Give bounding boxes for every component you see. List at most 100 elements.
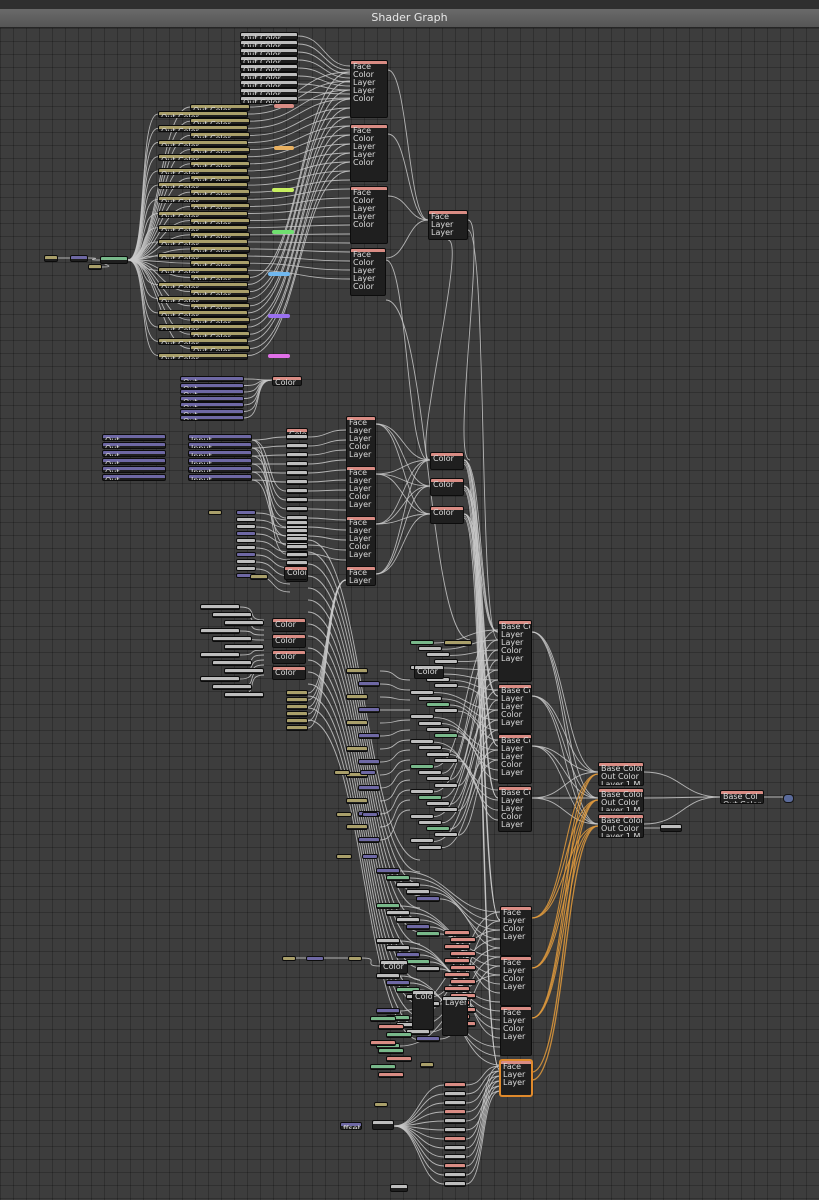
graph-node[interactable]: Out Color — [190, 203, 250, 211]
graph-node[interactable]: Color — [430, 478, 464, 496]
graph-node[interactable] — [224, 668, 264, 674]
graph-node[interactable]: Out — [102, 474, 166, 481]
graph-node[interactable] — [426, 776, 450, 782]
swatch-chip[interactable] — [268, 354, 290, 358]
graph-node[interactable]: Out Color — [240, 48, 298, 56]
graph-node[interactable] — [370, 1016, 396, 1022]
graph-node[interactable]: Color — [430, 506, 464, 524]
graph-node[interactable]: Color — [272, 666, 306, 680]
panel-titlebar[interactable]: Shader Graph — [0, 9, 819, 28]
graph-node[interactable] — [444, 1181, 466, 1187]
graph-node[interactable]: Layer — [442, 996, 468, 1036]
graph-node[interactable]: Color — [430, 452, 464, 470]
graph-node[interactable]: Base Col Layer Layer Color Layer — [498, 620, 532, 682]
graph-node[interactable] — [286, 488, 308, 494]
graph-node[interactable] — [444, 972, 470, 978]
graph-node[interactable] — [396, 882, 420, 888]
swatch-chip[interactable] — [268, 314, 290, 318]
graph-node[interactable]: Face Color Layer Layer Color — [350, 186, 388, 244]
graph-node[interactable] — [200, 628, 240, 634]
graph-node[interactable] — [416, 966, 440, 972]
graph-node[interactable] — [286, 718, 308, 724]
graph-node[interactable] — [444, 1100, 466, 1106]
graph-node[interactable]: Out Color — [158, 182, 248, 190]
graph-node[interactable]: Out Color — [190, 175, 250, 182]
graph-node[interactable] — [374, 1102, 388, 1107]
graph-node[interactable]: ffset — [340, 1122, 362, 1130]
graph-node[interactable]: Out Color — [190, 302, 250, 310]
graph-node[interactable] — [336, 854, 352, 859]
graph-node[interactable] — [444, 1091, 466, 1097]
graph-node[interactable] — [286, 443, 308, 449]
graph-node[interactable]: Color — [414, 665, 444, 679]
graph-node[interactable] — [286, 497, 308, 503]
graph-node[interactable] — [426, 826, 450, 831]
graph-node[interactable] — [282, 956, 296, 961]
graph-node[interactable] — [410, 640, 434, 645]
graph-node[interactable] — [444, 1145, 466, 1151]
graph-node[interactable] — [236, 510, 256, 515]
graph-node[interactable] — [200, 652, 240, 658]
graph-node[interactable]: Out Color — [158, 167, 248, 175]
graph-node[interactable] — [434, 832, 458, 838]
graph-node[interactable]: Out Color — [190, 160, 250, 168]
graph-node[interactable]: Out Color — [158, 125, 248, 133]
graph-node[interactable] — [434, 683, 458, 689]
graph-node[interactable] — [450, 937, 476, 943]
graph-node[interactable] — [286, 434, 308, 440]
graph-node[interactable] — [250, 574, 268, 580]
graph-node[interactable] — [434, 807, 458, 813]
graph-node[interactable]: Face Layer Layer — [500, 1060, 532, 1096]
graph-node[interactable]: Out Color — [190, 146, 250, 154]
graph-node[interactable] — [410, 788, 434, 794]
graph-node[interactable] — [444, 986, 470, 992]
graph-node[interactable]: Out Color — [158, 196, 248, 204]
graph-node[interactable]: Out — [102, 458, 166, 465]
graph-node[interactable]: Out Color — [158, 352, 248, 360]
graph-node[interactable] — [360, 770, 376, 775]
graph-node[interactable] — [426, 726, 450, 732]
graph-node[interactable] — [378, 1072, 404, 1078]
graph-node[interactable] — [208, 510, 222, 515]
graph-node[interactable]: Out — [102, 450, 166, 457]
graph-node[interactable]: Out Color — [158, 139, 248, 147]
graph-node[interactable] — [444, 944, 470, 950]
graph-node[interactable] — [286, 544, 308, 550]
graph-node[interactable] — [416, 1036, 440, 1042]
graph-node[interactable] — [224, 692, 264, 698]
graph-node[interactable]: Out Color — [158, 324, 248, 332]
graph-node[interactable] — [410, 838, 434, 844]
graph-node[interactable] — [286, 552, 308, 558]
graph-node[interactable] — [286, 697, 308, 703]
graph-node[interactable] — [306, 956, 324, 961]
graph-node[interactable] — [444, 1163, 466, 1169]
graph-node[interactable]: Face Layer Color Layer — [500, 906, 532, 956]
graph-node[interactable]: Color — [272, 634, 306, 648]
graph-node[interactable] — [286, 461, 308, 467]
graph-node[interactable]: Out — [180, 395, 244, 402]
graph-node[interactable] — [346, 746, 368, 752]
graph-node[interactable]: Out Color — [240, 72, 298, 80]
graph-node[interactable] — [286, 506, 308, 512]
graph-node[interactable] — [358, 707, 380, 713]
graph-node[interactable] — [286, 452, 308, 458]
graph-node[interactable]: Color — [284, 566, 308, 580]
graph-node[interactable]: Out Color — [190, 274, 250, 282]
graph-node[interactable]: Out Color — [158, 238, 248, 246]
graph-node[interactable]: Out — [102, 466, 166, 473]
graph-node[interactable] — [434, 733, 458, 738]
graph-node[interactable]: Face Color Layer Layer Color — [350, 124, 388, 182]
graph-node[interactable]: Out Color — [158, 338, 248, 346]
graph-node[interactable] — [224, 644, 264, 650]
graph-node[interactable]: Color — [272, 376, 302, 386]
graph-node[interactable] — [444, 1136, 466, 1142]
graph-node[interactable] — [378, 1048, 404, 1054]
graph-node[interactable] — [386, 910, 410, 916]
graph-node[interactable]: Face Layer Layer Color Layer — [346, 416, 376, 468]
graph-node[interactable]: Out Color — [190, 317, 250, 324]
graph-node[interactable]: Color — [272, 618, 306, 632]
graph-node[interactable] — [444, 1127, 466, 1133]
graph-node[interactable] — [434, 782, 458, 788]
graph-node[interactable]: Out Color — [190, 246, 250, 253]
graph-node[interactable] — [286, 711, 308, 717]
